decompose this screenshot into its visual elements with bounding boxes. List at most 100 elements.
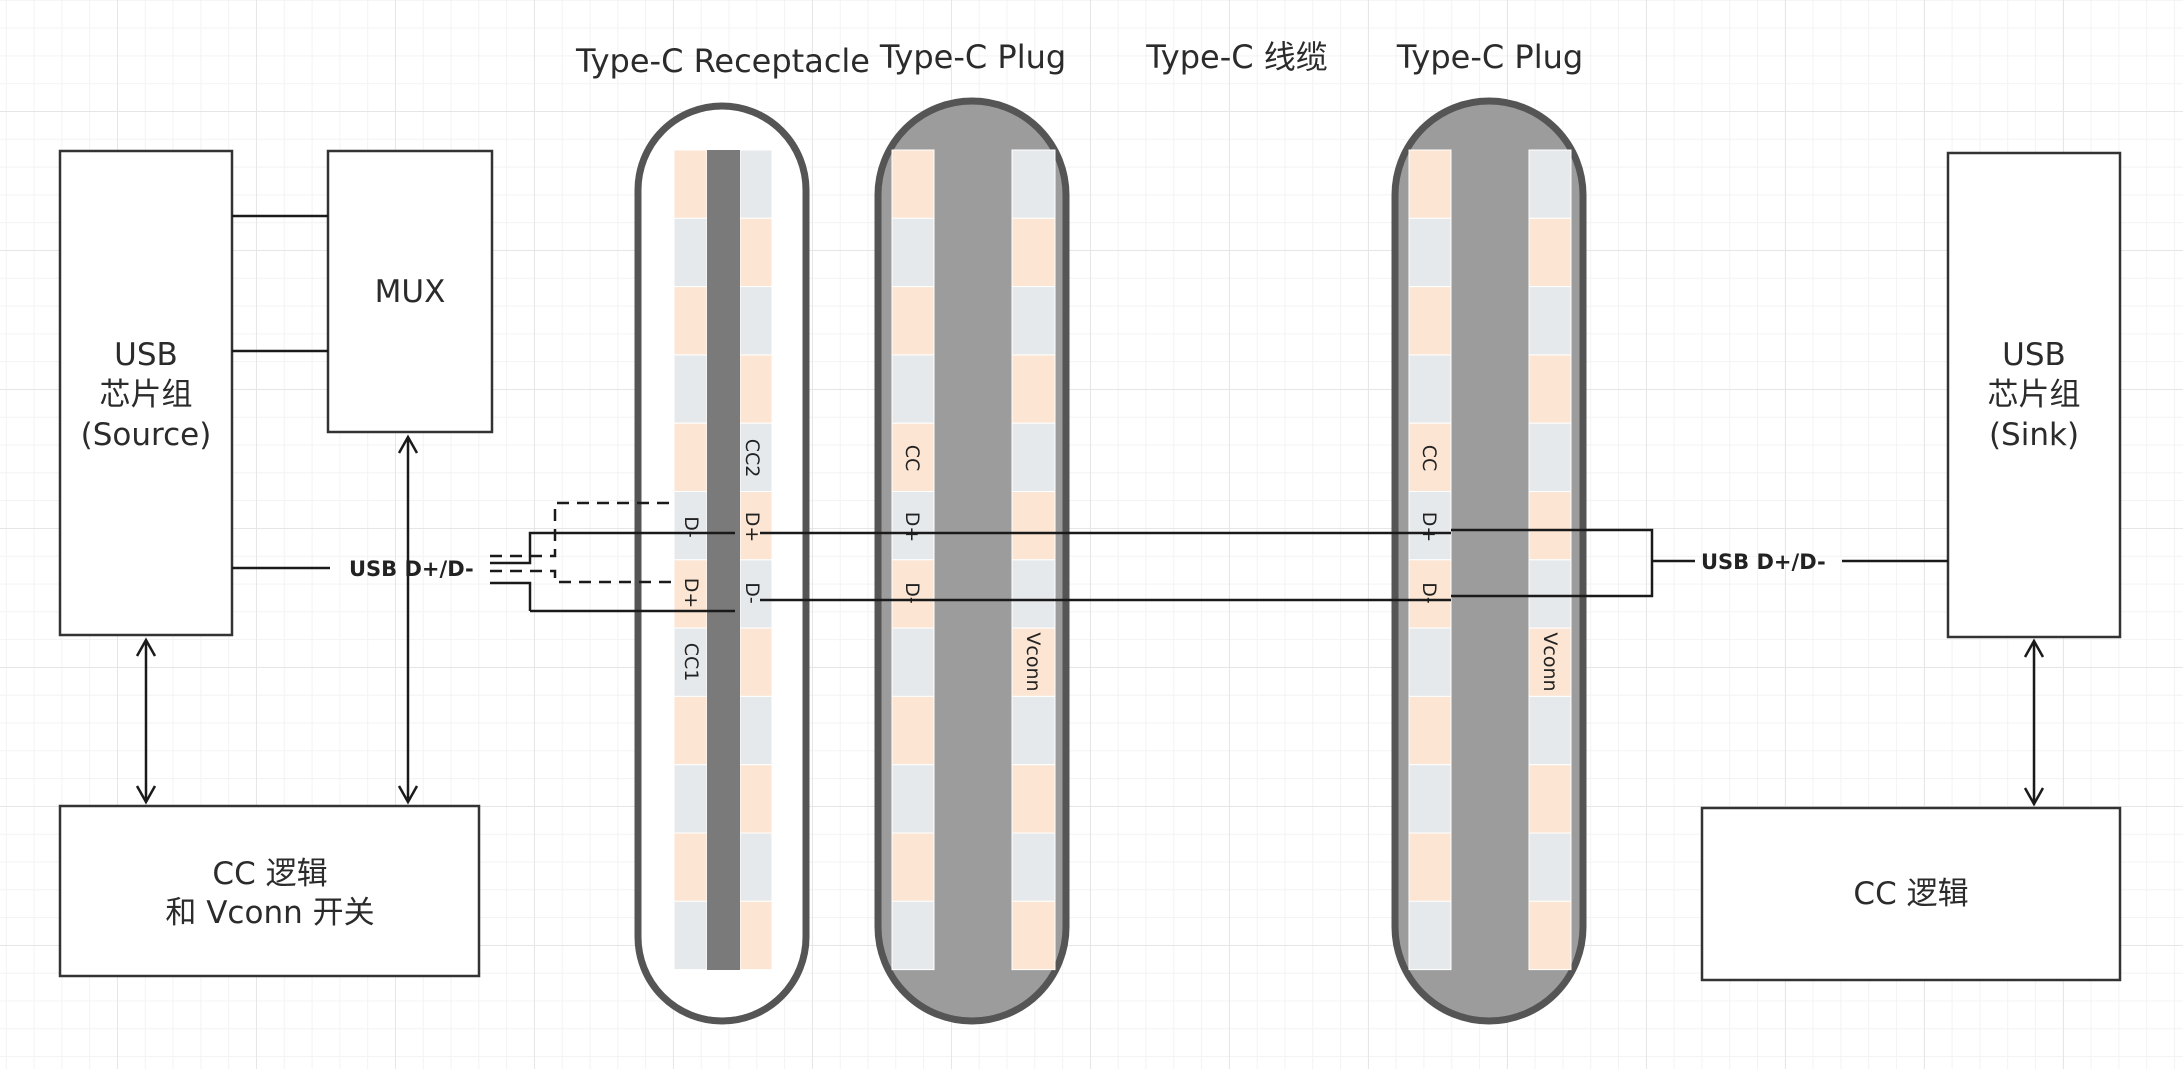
- plug-left-outer-pin-cell: [891, 491, 935, 561]
- plug-left-inner-pin-cell: [1011, 900, 1056, 971]
- type-c-plug-right: [1391, 97, 1587, 1025]
- receptacle-left-pin-cell: [673, 695, 708, 766]
- plug-right-pin-dminus: D-: [1418, 582, 1440, 604]
- receptacle-left-pin-cell: [673, 491, 708, 561]
- receptacle-left-pin-cell: [673, 832, 708, 902]
- plug-left-inner-pin-cell: [1011, 559, 1056, 629]
- usb-solid-path: [490, 531, 735, 613]
- receptacle-left-pin-cell: [673, 286, 708, 356]
- plug-right-pin-dplus: D+: [1418, 512, 1440, 543]
- plug-left-pin-vconn: Vconn: [1022, 632, 1044, 691]
- plug-right-inner-pin-cell: [1528, 491, 1572, 561]
- plug-right-outer-pin-cell: [1408, 217, 1452, 288]
- plug-left-inner-pin-cell: [1011, 627, 1056, 697]
- plug-left-inner-pin-cell: [1011, 354, 1056, 424]
- plug-left-inner-pin-cell: [1011, 832, 1056, 902]
- receptacle-right-pin-cell: [739, 354, 773, 424]
- receptacle-right-pin-cell: [739, 695, 773, 766]
- plug-right-pin-vconn: Vconn: [1539, 632, 1561, 691]
- plug-right-outer-pin-cell: [1408, 695, 1452, 766]
- sink-bracket: [1451, 528, 1695, 598]
- plug-right-outer-pin-cell: [1408, 149, 1452, 219]
- plug-right-inner-pin-cell: [1528, 559, 1572, 629]
- source-chip-line2: 芯片组: [100, 377, 193, 413]
- plug-right-outer-pin-cell: [1408, 764, 1452, 834]
- mux-box: [326, 149, 494, 434]
- receptacle-tongue: [707, 150, 740, 970]
- plug-left-outer-pin-cell: [891, 764, 935, 834]
- plug-left-pin-cc: CC: [901, 445, 923, 472]
- plug-right-inner-pin-cell: [1528, 149, 1572, 219]
- receptacle-right-pin-cell: [739, 217, 773, 288]
- receptacle-left-pin-cell: [673, 900, 708, 971]
- receptacle-left-pin-cell: [673, 764, 708, 834]
- plug-right-inner-pin-cell: [1528, 422, 1572, 493]
- plug-left-inner-pin-cell: [1011, 217, 1056, 288]
- plug-right-inner-pin-cell: [1528, 764, 1572, 834]
- title-cable: Type-C 线缆: [1145, 38, 1328, 76]
- receptacle-right-pin-cell: [739, 149, 773, 219]
- source-chip-line3: (Source): [81, 417, 212, 453]
- plug-right-outer-pin-cell: [1408, 832, 1452, 902]
- plug-left-outer-pin-cell: [891, 149, 935, 219]
- type-c-receptacle: [634, 102, 810, 1025]
- receptacle-left-pin-cell: [673, 354, 708, 424]
- plug-right-outer-pin-cell: [1408, 422, 1452, 493]
- plug-right-outer-pin-cell: [1408, 900, 1452, 971]
- plug-right-pin-cc: CC: [1418, 445, 1440, 472]
- receptacle-pin-dminus-a: D-: [680, 516, 702, 538]
- plug-left-outer-pin-cell: [891, 627, 935, 697]
- cc-logic-right-box: [1700, 806, 2122, 982]
- receptacle-pin-dminus-b: D-: [741, 582, 763, 604]
- source-chip-box: [58, 149, 234, 637]
- title-receptacle: Type-C Receptacle: [575, 42, 870, 80]
- receptacle-pin-dplus-b: D+: [680, 578, 702, 609]
- plug-left-outer-pin-cell: [891, 695, 935, 766]
- sink-chip-box: [1946, 151, 2122, 639]
- receptacle-right-pin-cell: [739, 764, 773, 834]
- plug-left-inner-pin-cell: [1011, 695, 1056, 766]
- plug-right-inner-pin-cell: [1528, 286, 1572, 356]
- receptacle-left-pin-cell: [673, 559, 708, 629]
- cc-logic-left-line1: CC 逻辑: [212, 856, 327, 892]
- plug-right-inner-pin-cell: [1528, 900, 1572, 971]
- bus-label-right: USB D+/D-: [1701, 550, 1826, 574]
- bus-label-left: USB D+/D-: [349, 557, 474, 581]
- receptacle-pin-cc1: CC1: [680, 643, 702, 682]
- mux-label: MUX: [375, 274, 446, 310]
- title-plug-right: Type-C Plug: [1396, 38, 1583, 76]
- plug-right-outer-pin-cell: [1408, 627, 1452, 697]
- receptacle-pin-dplus-a: D+: [741, 512, 763, 543]
- plug-left-pin-dplus: D+: [901, 512, 923, 543]
- plug-right-inner-pin-cell: [1528, 627, 1572, 697]
- receptacle-pin-cc2: CC2: [741, 439, 763, 478]
- plug-left-inner-pin-cell: [1011, 149, 1056, 219]
- receptacle-right-pin-cell: [739, 900, 773, 971]
- plug-right-outer-pin-cell: [1408, 286, 1452, 356]
- receptacle-left-pin-cell: [673, 422, 708, 493]
- plug-left-outer-pin-cell: [891, 217, 935, 288]
- plug-left-outer-pin-cell: [891, 900, 935, 971]
- receptacle-right-pin-cell: [739, 832, 773, 902]
- receptacle-right-pin-cell: [739, 627, 773, 697]
- plug-left-outer-pin-cell: [891, 354, 935, 424]
- plug-left-outer-pin-cell: [891, 286, 935, 356]
- source-chip-line1: USB: [114, 337, 178, 373]
- plug-right-outer-pin-cell: [1408, 354, 1452, 424]
- receptacle-left-pin-cell: [673, 217, 708, 288]
- receptacle-right-pin-cell: [739, 559, 773, 629]
- plug-left-pin-dminus: D-: [901, 582, 923, 604]
- sink-chip-line2: 芯片组: [1988, 377, 2081, 413]
- mux-dashed-path: [490, 501, 674, 584]
- receptacle-left-pin-cell: [673, 149, 708, 219]
- sink-chip-line3: (Sink): [1989, 417, 2079, 453]
- plug-left-inner-pin-cell: [1011, 764, 1056, 834]
- plug-right-inner-pin-cell: [1528, 832, 1572, 902]
- plug-right-inner-pin-cell: [1528, 695, 1572, 766]
- plug-left-inner-pin-cell: [1011, 286, 1056, 356]
- cc-logic-left-line2: 和 Vconn 开关: [165, 895, 374, 931]
- receptacle-right-pin-cell: [739, 491, 773, 561]
- plug-left-inner-pin-cell: [1011, 422, 1056, 493]
- type-c-plug-left: [874, 97, 1070, 1025]
